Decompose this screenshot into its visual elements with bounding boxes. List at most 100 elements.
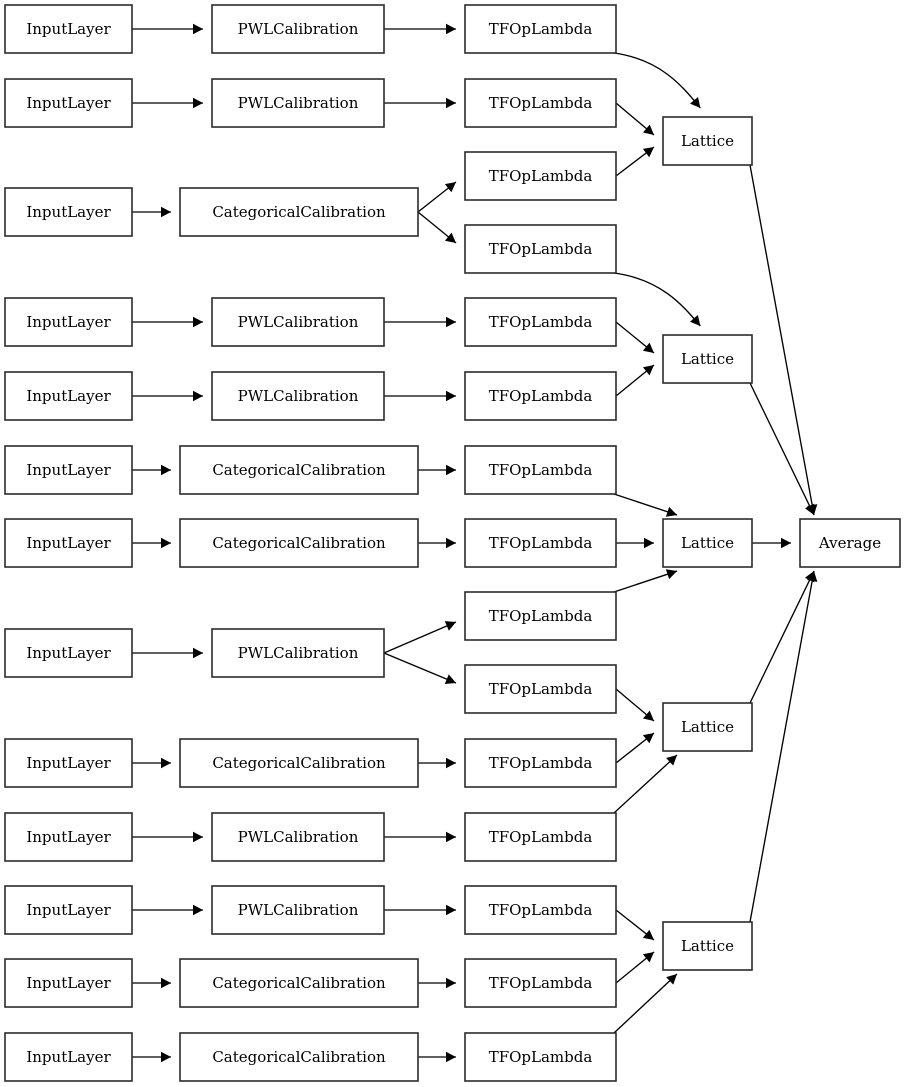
node-box[interactable] [211, 812, 385, 862]
node-box[interactable] [464, 371, 617, 421]
node-input-layer-in3[interactable]: InputLayer [4, 187, 133, 237]
node-lattice-lat4[interactable]: Lattice [662, 702, 753, 752]
node-input-layer-in12[interactable]: InputLayer [4, 958, 133, 1008]
node-box[interactable] [4, 958, 133, 1008]
node-box[interactable] [464, 78, 617, 128]
node-lattice-lat2[interactable]: Lattice [662, 334, 753, 384]
edge-tfop-lambda-to-lattice [616, 537, 654, 549]
node-box[interactable] [464, 151, 617, 201]
node-box[interactable] [4, 628, 133, 678]
node-box[interactable] [4, 738, 133, 788]
node-box[interactable] [179, 518, 419, 568]
node-tfop-lambda-lam7[interactable]: TFOpLambda [464, 445, 617, 495]
node-tfop-lambda-lam2[interactable]: TFOpLambda [464, 78, 617, 128]
node-box[interactable] [211, 78, 385, 128]
node-box[interactable] [4, 885, 133, 935]
node-input-layer-in2[interactable]: InputLayer [4, 78, 133, 128]
node-box[interactable] [211, 885, 385, 935]
node-input-layer-in9[interactable]: InputLayer [4, 738, 133, 788]
node-box[interactable] [662, 921, 753, 971]
node-pwlcalibration-cal11[interactable]: PWLCalibration [211, 885, 385, 935]
node-box[interactable] [4, 812, 133, 862]
node-box[interactable] [179, 1032, 419, 1082]
node-box[interactable] [464, 518, 617, 568]
node-box[interactable] [464, 664, 617, 714]
node-tfop-lambda-lam9[interactable]: TFOpLambda [464, 591, 617, 641]
node-box[interactable] [799, 518, 901, 568]
node-box[interactable] [662, 702, 753, 752]
node-categorical-calibration-cal13[interactable]: CategoricalCalibration [179, 1032, 419, 1082]
node-lattice-lat5[interactable]: Lattice [662, 921, 753, 971]
node-pwlcalibration-cal4[interactable]: PWLCalibration [211, 297, 385, 347]
node-box[interactable] [211, 4, 385, 54]
node-box[interactable] [4, 445, 133, 495]
node-box[interactable] [179, 738, 419, 788]
node-box[interactable] [4, 518, 133, 568]
node-box[interactable] [4, 297, 133, 347]
node-box[interactable] [211, 628, 385, 678]
node-tfop-lambda-lam5[interactable]: TFOpLambda [464, 297, 617, 347]
node-box[interactable] [179, 958, 419, 1008]
node-categorical-calibration-cal3[interactable]: CategoricalCalibration [179, 187, 419, 237]
node-box[interactable] [4, 371, 133, 421]
node-tfop-lambda-lam15[interactable]: TFOpLambda [464, 1032, 617, 1082]
node-categorical-calibration-cal7[interactable]: CategoricalCalibration [179, 518, 419, 568]
node-categorical-calibration-cal12[interactable]: CategoricalCalibration [179, 958, 419, 1008]
node-box[interactable] [4, 4, 133, 54]
node-box[interactable] [464, 738, 617, 788]
node-box[interactable] [464, 1032, 617, 1082]
node-input-layer-in7[interactable]: InputLayer [4, 518, 133, 568]
node-input-layer-in6[interactable]: InputLayer [4, 445, 133, 495]
node-box[interactable] [211, 297, 385, 347]
node-input-layer-in1[interactable]: InputLayer [4, 4, 133, 54]
node-pwlcalibration-cal10[interactable]: PWLCalibration [211, 812, 385, 862]
node-box[interactable] [4, 1032, 133, 1082]
node-input-layer-in4[interactable]: InputLayer [4, 297, 133, 347]
node-box[interactable] [4, 78, 133, 128]
node-label: Lattice [681, 937, 734, 955]
node-box[interactable] [179, 187, 419, 237]
node-box[interactable] [464, 224, 617, 274]
node-tfop-lambda-lam13[interactable]: TFOpLambda [464, 885, 617, 935]
node-tfop-lambda-lam12[interactable]: TFOpLambda [464, 812, 617, 862]
node-label: TFOpLambda [489, 1048, 593, 1066]
node-input-layer-in11[interactable]: InputLayer [4, 885, 133, 935]
node-pwlcalibration-cal1[interactable]: PWLCalibration [211, 4, 385, 54]
node-box[interactable] [464, 4, 617, 54]
node-tfop-lambda-lam11[interactable]: TFOpLambda [464, 738, 617, 788]
node-input-layer-in10[interactable]: InputLayer [4, 812, 133, 862]
node-box[interactable] [464, 297, 617, 347]
node-tfop-lambda-lam1[interactable]: TFOpLambda [464, 4, 617, 54]
node-categorical-calibration-cal9[interactable]: CategoricalCalibration [179, 738, 419, 788]
node-box[interactable] [662, 518, 753, 568]
node-tfop-lambda-lam10[interactable]: TFOpLambda [464, 664, 617, 714]
node-box[interactable] [662, 116, 753, 166]
node-tfop-lambda-lam14[interactable]: TFOpLambda [464, 958, 617, 1008]
node-input-layer-in5[interactable]: InputLayer [4, 371, 133, 421]
node-pwlcalibration-cal5[interactable]: PWLCalibration [211, 371, 385, 421]
node-categorical-calibration-cal6[interactable]: CategoricalCalibration [179, 445, 419, 495]
node-box[interactable] [179, 445, 419, 495]
node-lattice-lat3[interactable]: Lattice [662, 518, 753, 568]
node-pwlcalibration-cal2[interactable]: PWLCalibration [211, 78, 385, 128]
node-box[interactable] [4, 187, 133, 237]
node-box[interactable] [464, 591, 617, 641]
node-label: CategoricalCalibration [212, 534, 386, 552]
node-box[interactable] [464, 812, 617, 862]
node-tfop-lambda-lam3[interactable]: TFOpLambda [464, 151, 617, 201]
node-box[interactable] [662, 334, 753, 384]
node-box[interactable] [464, 885, 617, 935]
node-pwlcalibration-cal8[interactable]: PWLCalibration [211, 628, 385, 678]
node-box[interactable] [211, 371, 385, 421]
node-box[interactable] [464, 445, 617, 495]
node-average-avg[interactable]: Average [799, 518, 901, 568]
edge-input-layer-to-pwlcalibration [132, 23, 203, 35]
node-input-layer-in13[interactable]: InputLayer [4, 1032, 133, 1082]
node-input-layer-in8[interactable]: InputLayer [4, 628, 133, 678]
node-tfop-lambda-lam4[interactable]: TFOpLambda [464, 224, 617, 274]
node-tfop-lambda-lam6[interactable]: TFOpLambda [464, 371, 617, 421]
node-lattice-lat1[interactable]: Lattice [662, 116, 753, 166]
node-tfop-lambda-lam8[interactable]: TFOpLambda [464, 518, 617, 568]
node-box[interactable] [464, 958, 617, 1008]
arrow-head [193, 904, 203, 916]
